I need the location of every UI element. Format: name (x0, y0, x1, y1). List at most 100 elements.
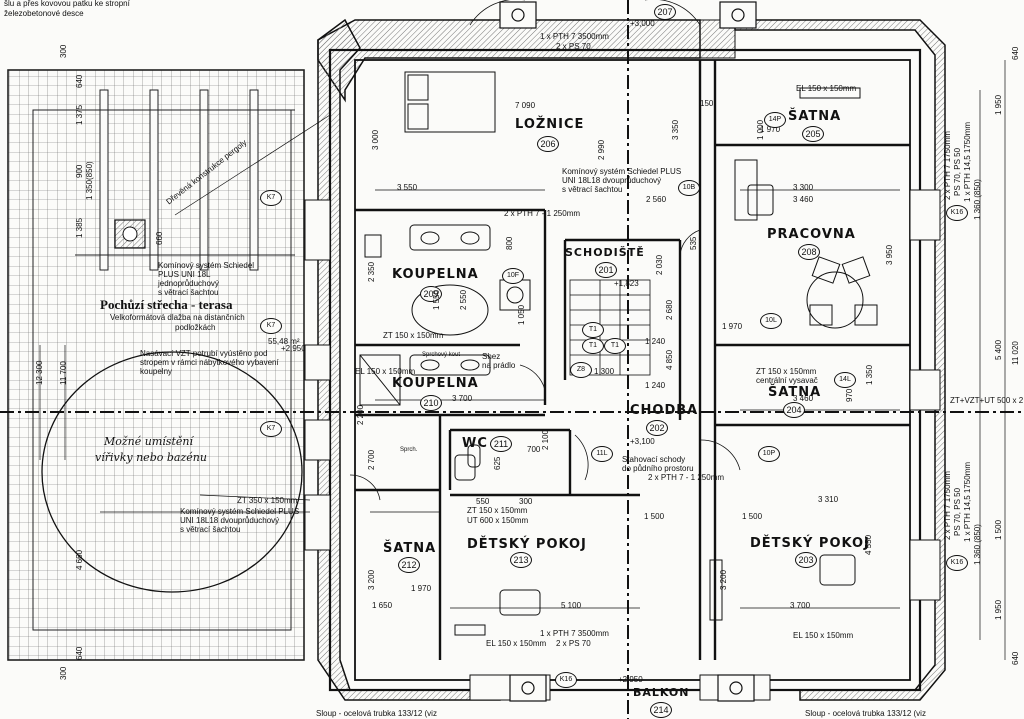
marker-14p: 14P (764, 112, 786, 128)
chimney-note-2: PLUS UNI 18L (158, 270, 211, 279)
dim-top-b: 3 550 (397, 183, 418, 192)
room-number-213: 213 (510, 552, 532, 568)
dim-wc-c: 300 (519, 497, 533, 506)
fixtures (359, 224, 531, 468)
marker-z8: Z8 (570, 362, 592, 378)
marker-k16-a: K16 (946, 205, 968, 221)
room-label-pracovna: PRACOVNA (767, 227, 856, 242)
dim-side-970: 970 (845, 388, 854, 402)
dim-side-1350b: 1 350 (865, 364, 874, 385)
terrace-area: 55,48 m² (268, 337, 300, 346)
dim-mid-c: 3 310 (818, 495, 839, 504)
staircase (569, 279, 651, 376)
marker-10b: 10B (678, 180, 700, 196)
right-label-2: PS 70, PS 50 (953, 147, 962, 196)
dim-bot-e: 1 500 (742, 512, 763, 521)
room-label-schodiste: SCHODIŠTĚ (565, 246, 645, 259)
marker-k7-c: K7 (260, 421, 282, 437)
chimney3-note-3: s větrací šachtou (562, 185, 623, 194)
room-label-balkon: BALKON (633, 686, 690, 699)
attic-stairs-2: do půdního prostoru (622, 464, 694, 473)
room-number-203: 203 (795, 552, 817, 568)
shower-note-2: Sprch. (400, 447, 418, 453)
room-label-satna-212: ŠATNA (383, 541, 437, 556)
room-label-koupelna-209: KOUPELNA (392, 267, 479, 282)
shez-2: na prádlo (482, 361, 516, 370)
dim-side-11020: 11 020 (1011, 341, 1020, 365)
room-number-205: 205 (802, 126, 824, 142)
dim-side-3950: 3 950 (885, 244, 894, 265)
sloup-note-1: Sloup - ocelová trubka 133/12 (viz (316, 709, 437, 718)
right-label-3: 1 x PTH 14,5 1750mm (963, 121, 972, 202)
room-number-204: 204 (783, 402, 805, 418)
dim-wc-a: 700 (527, 445, 541, 454)
dim-1240b: 1 240 (645, 337, 666, 346)
ut-213-label: UT 600 x 150mm (467, 516, 529, 525)
chimney3-note-1: Komínový systém Schiedel PLUS (562, 167, 682, 176)
dim-top-d: 3 460 (793, 195, 814, 204)
pth-chodba-label: 2 x PTH 7 - 1 250mm (648, 473, 725, 482)
dim-side-1950: 1 950 (994, 94, 1003, 115)
chimney-note-3: jednoprůduchový (158, 279, 219, 288)
shez-1: Shez (482, 352, 501, 361)
room-label-detsky-203: DĚTSKÝ POKOJ (750, 536, 870, 551)
dim-side-300b: 300 (59, 666, 68, 680)
vzt-note-3: koupelny (140, 367, 173, 376)
dim-side-4550: 4 550 (864, 534, 873, 555)
room-number-210: 210 (420, 395, 442, 411)
dim-side-300: 300 (59, 44, 68, 58)
dim-side-1950b: 1 950 (994, 599, 1003, 620)
interior-walls (355, 60, 910, 660)
top-note-line2: železobetonové desce (4, 9, 84, 18)
chimney2-note-3: s větrací šachtou (180, 525, 241, 534)
dim-wc-d: 1 970 (411, 584, 432, 593)
handwritten-note-1: Možné umístění (104, 435, 193, 448)
dim-side-2100: 2 100 (541, 429, 550, 450)
dim-side-625: 625 (493, 456, 502, 470)
room-label-wc: WC (462, 436, 488, 451)
dim-1240: 1 240 (645, 381, 666, 390)
dim-side-2200: 2 200 (356, 404, 365, 425)
room-label-satna-205: ŠATNA (788, 109, 842, 124)
dim-side-5400: 5 400 (994, 339, 1003, 360)
dimension-lines (39, 60, 1006, 660)
dim-1970a: 1 970 (760, 125, 781, 134)
dim-side-2990: 2 990 (597, 139, 606, 160)
dim-side-2350: 2 350 (367, 261, 376, 282)
top-note-line1: šlu a přes kovovou patku ke stropní (4, 0, 130, 8)
outer-walls (317, 18, 946, 701)
dim-side-640-right: 640 (1011, 46, 1020, 60)
bed (404, 71, 496, 133)
el-203-label: EL 150 x 150mm (793, 631, 854, 640)
dim-side-2700: 2 700 (367, 449, 376, 470)
dim-side-1500: 1 500 (994, 519, 1003, 540)
terrace-subtitle-1: Velkoformátová dlažba na distančních (110, 313, 245, 322)
level-2950: +2,950 (281, 344, 306, 353)
room-number-206: 206 (537, 136, 559, 152)
dim-top-e: 2 560 (646, 195, 667, 204)
dim-top-a: 7 090 (515, 101, 536, 110)
room-label-koupelna-210: KOUPELNA (392, 376, 479, 391)
marker-10p: 10P (758, 446, 780, 462)
marker-k16-b: K16 (946, 555, 968, 571)
right-label-6: 1 x PTH 14,5 1750mm (963, 461, 972, 542)
marker-t1-b: T1 (582, 338, 604, 354)
vzt-note-1: Nasávací VZT potrubí vyústěno pod (140, 349, 268, 358)
dim-bot-c: 1 650 (372, 601, 393, 610)
room-number-212: 212 (398, 557, 420, 573)
jacuzzi-circle (41, 351, 303, 593)
room-label-chodba: CHODBA (630, 403, 699, 418)
dim-bot-d: 1 500 (644, 512, 665, 521)
room-number-201: 201 (595, 262, 617, 278)
level-2950b: +2,950 (618, 675, 643, 684)
right-label-4: 2 x PTH 7 1750mm (943, 471, 952, 540)
pth-bot-1: 1 x PTH 7 3500mm (540, 629, 609, 638)
dim-side-1385: 1 385 (75, 217, 84, 238)
pergola (75, 89, 295, 271)
chimney3-note-2: UNI 18L18 dvouprůduchový (562, 176, 662, 185)
marker-k7-a: K7 (260, 190, 282, 206)
column-boxes (499, 1, 757, 702)
room-number-208: 208 (798, 244, 820, 260)
